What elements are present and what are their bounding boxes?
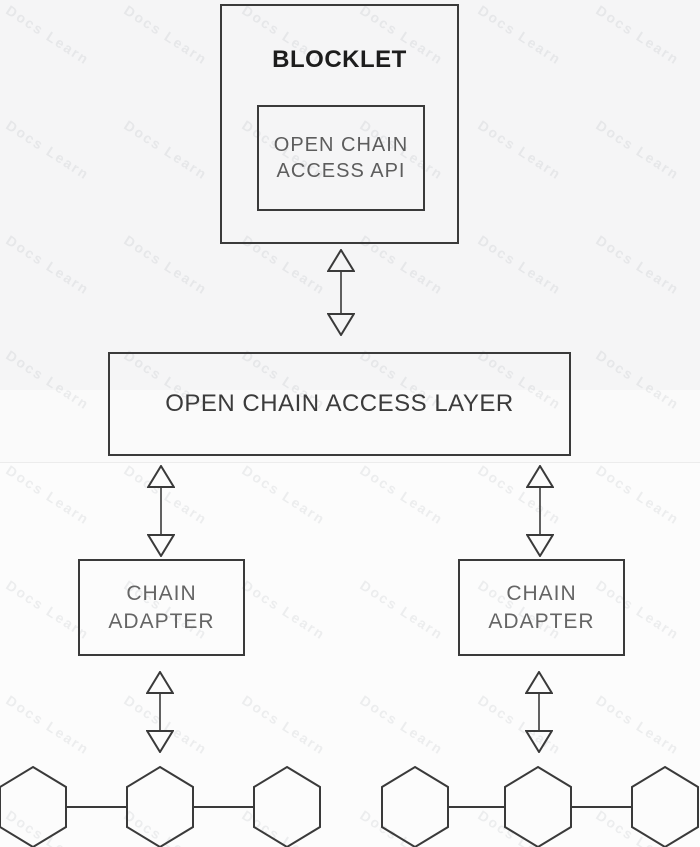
- blockchain-hexagon-chains: [0, 765, 699, 847]
- hexagon-block: [0, 765, 67, 847]
- background-band-top: [0, 0, 700, 390]
- double-arrow-icon: [525, 671, 553, 753]
- open-chain-access-api-box: OPEN CHAIN ACCESS API: [257, 105, 425, 211]
- arrow-head-down: [525, 730, 553, 753]
- arrow-head-up: [525, 671, 553, 694]
- api-label-line2: ACCESS API: [276, 160, 406, 182]
- hexagon-block: [504, 765, 572, 847]
- adapter-label-line2: ADAPTER: [488, 609, 595, 633]
- adapter-label-line1: CHAIN: [506, 581, 577, 605]
- api-label-line1: OPEN CHAIN: [273, 134, 409, 156]
- hexagon-block: [126, 765, 194, 847]
- double-arrow-icon: [147, 465, 175, 557]
- arrow-head-up: [526, 465, 554, 488]
- adapter-label-line1: CHAIN: [126, 581, 197, 605]
- arrow-head-down: [327, 313, 355, 336]
- arrow-head-up: [147, 465, 175, 488]
- double-arrow-icon: [146, 671, 174, 753]
- chain-adapter-box-right: CHAIN ADAPTER: [458, 559, 625, 656]
- arrow-head-down: [147, 534, 175, 557]
- hexagon-chain-left: [0, 765, 321, 847]
- background-band-middle: [0, 390, 700, 462]
- access-layer-label: OPEN CHAIN ACCESS LAYER: [165, 390, 514, 417]
- arrow-head-down: [526, 534, 554, 557]
- hexagon-block: [253, 765, 321, 847]
- hexagon-block: [631, 765, 699, 847]
- arrow-head-up: [146, 671, 174, 694]
- double-arrow-icon: [526, 465, 554, 557]
- blocklet-title: BLOCKLET: [272, 46, 407, 73]
- chain-adapter-box-left: CHAIN ADAPTER: [78, 559, 245, 656]
- arrow-head-down: [146, 730, 174, 753]
- hexagon-block: [381, 765, 449, 847]
- adapter-label-line2: ADAPTER: [108, 609, 215, 633]
- open-chain-access-layer-box: OPEN CHAIN ACCESS LAYER: [108, 352, 571, 456]
- hexagon-chain-right: [381, 765, 699, 847]
- blocklet-box: BLOCKLET OPEN CHAIN ACCESS API: [220, 4, 459, 244]
- arrow-head-up: [327, 249, 355, 272]
- double-arrow-icon: [327, 249, 355, 336]
